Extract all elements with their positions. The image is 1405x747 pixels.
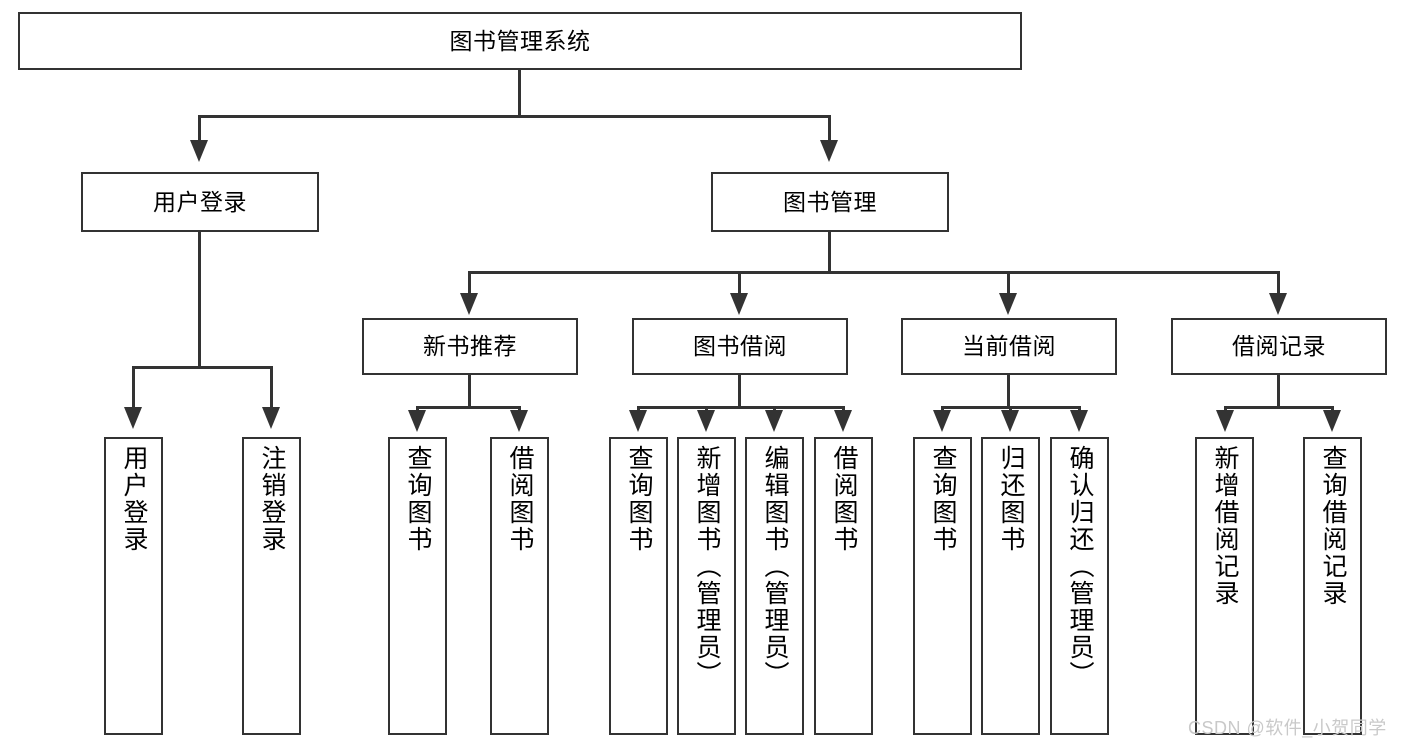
leaf-book-borrow-query[interactable]: 查询图书 xyxy=(609,437,668,735)
leaf-label: 注销登录 xyxy=(258,445,286,553)
connector-borrow-record-stem xyxy=(1277,375,1280,409)
arrowhead-book-borrow xyxy=(730,293,748,315)
connector-drop-book-management xyxy=(828,115,831,143)
leaf-label: 借阅图书 xyxy=(506,445,534,553)
leaf-borrow-record-add[interactable]: 新增借阅记录 xyxy=(1195,437,1254,735)
connector-drop-leaf-user-login-1 xyxy=(132,366,135,410)
connector-book-management-stem xyxy=(828,232,831,274)
connector-user-login-bus xyxy=(132,366,272,369)
arrowhead-leaf-cb-2 xyxy=(1001,410,1019,432)
node-borrow-record[interactable]: 借阅记录 xyxy=(1171,318,1387,375)
leaf-label: 编辑图书（管理员） xyxy=(761,445,789,688)
leaf-user-login-logout[interactable]: 注销登录 xyxy=(242,437,301,735)
arrowhead-book-management xyxy=(820,140,838,162)
leaf-book-borrow-edit[interactable]: 编辑图书（管理员） xyxy=(745,437,804,735)
node-label: 当前借阅 xyxy=(962,333,1056,359)
connector-drop-book-borrow xyxy=(738,271,741,296)
leaf-book-borrow-add[interactable]: 新增图书（管理员） xyxy=(677,437,736,735)
arrowhead-leaf-bb-2 xyxy=(697,410,715,432)
connector-new-book-recommend-stem xyxy=(468,375,471,409)
arrowhead-leaf-nbr-1 xyxy=(408,410,426,432)
node-label: 图书管理 xyxy=(783,188,877,215)
leaf-book-borrow-borrow[interactable]: 借阅图书 xyxy=(814,437,873,735)
connector-root-stem xyxy=(518,70,521,117)
connector-user-login-stem xyxy=(198,232,201,369)
arrowhead-user-login xyxy=(190,140,208,162)
arrowhead-new-book-recommend xyxy=(460,293,478,315)
arrowhead-leaf-bb-4 xyxy=(834,410,852,432)
leaf-label: 查询图书 xyxy=(625,445,653,553)
leaf-label: 查询图书 xyxy=(929,445,957,553)
leaf-label: 新增图书（管理员） xyxy=(693,445,721,688)
connector-drop-leaf-br-1 xyxy=(1224,406,1227,413)
leaf-current-borrow-confirm-return[interactable]: 确认归还（管理员） xyxy=(1050,437,1109,735)
connector-level2-bus xyxy=(468,271,1280,274)
leaf-label: 新增借阅记录 xyxy=(1211,445,1239,607)
arrowhead-leaf-user-login-2 xyxy=(262,407,280,429)
connector-drop-borrow-record xyxy=(1277,271,1280,296)
connector-drop-leaf-bb-1 xyxy=(637,406,640,413)
arrowhead-leaf-bb-3 xyxy=(765,410,783,432)
arrowhead-leaf-bb-1 xyxy=(629,410,647,432)
connector-book-borrow-stem xyxy=(738,375,741,409)
leaf-current-borrow-return[interactable]: 归还图书 xyxy=(981,437,1040,735)
node-current-borrow[interactable]: 当前借阅 xyxy=(901,318,1117,375)
node-book-borrow[interactable]: 图书借阅 xyxy=(632,318,848,375)
connector-drop-current-borrow xyxy=(1007,271,1010,296)
arrowhead-leaf-br-1 xyxy=(1216,410,1234,432)
node-label: 新书推荐 xyxy=(423,333,517,359)
node-user-login[interactable]: 用户登录 xyxy=(81,172,319,232)
connector-new-book-recommend-bus xyxy=(416,406,521,409)
connector-book-borrow-bus xyxy=(637,406,845,409)
arrowhead-leaf-cb-1 xyxy=(933,410,951,432)
arrowhead-leaf-br-2 xyxy=(1323,410,1341,432)
connector-drop-new-book-recommend xyxy=(468,271,471,296)
connector-level1-bus xyxy=(198,115,830,118)
connector-drop-leaf-bb-2 xyxy=(705,406,708,413)
node-new-book-recommend[interactable]: 新书推荐 xyxy=(362,318,578,375)
leaf-borrow-record-query[interactable]: 查询借阅记录 xyxy=(1303,437,1362,735)
leaf-user-login-login[interactable]: 用户登录 xyxy=(104,437,163,735)
node-label: 用户登录 xyxy=(153,188,247,215)
arrowhead-current-borrow xyxy=(999,293,1017,315)
arrowhead-borrow-record xyxy=(1269,293,1287,315)
connector-drop-leaf-br-2 xyxy=(1331,406,1334,413)
connector-borrow-record-bus xyxy=(1224,406,1334,409)
connector-drop-leaf-cb-2 xyxy=(1009,406,1012,413)
connector-drop-leaf-cb-3 xyxy=(1078,406,1081,413)
connector-drop-leaf-bb-4 xyxy=(842,406,845,413)
arrowhead-leaf-cb-3 xyxy=(1070,410,1088,432)
node-root-book-management-system[interactable]: 图书管理系统 xyxy=(18,12,1022,70)
leaf-label: 借阅图书 xyxy=(830,445,858,553)
leaf-new-book-recommend-query[interactable]: 查询图书 xyxy=(388,437,447,735)
node-label: 图书管理系统 xyxy=(449,27,591,54)
leaf-new-book-recommend-borrow[interactable]: 借阅图书 xyxy=(490,437,549,735)
connector-drop-leaf-user-login-2 xyxy=(270,366,273,410)
connector-drop-leaf-bb-3 xyxy=(773,406,776,413)
arrowhead-leaf-nbr-2 xyxy=(510,410,528,432)
connector-current-borrow-stem xyxy=(1007,375,1010,409)
leaf-label: 查询借阅记录 xyxy=(1319,445,1347,607)
leaf-label: 用户登录 xyxy=(120,445,148,553)
leaf-label: 归还图书 xyxy=(997,445,1025,553)
connector-drop-leaf-cb-1 xyxy=(941,406,944,413)
node-label: 借阅记录 xyxy=(1232,333,1326,359)
connector-drop-leaf-nbr-1 xyxy=(416,406,419,413)
node-book-management[interactable]: 图书管理 xyxy=(711,172,949,232)
leaf-current-borrow-query[interactable]: 查询图书 xyxy=(913,437,972,735)
arrowhead-leaf-user-login-1 xyxy=(124,407,142,429)
leaf-label: 查询图书 xyxy=(404,445,432,553)
connector-drop-leaf-nbr-2 xyxy=(518,406,521,413)
node-label: 图书借阅 xyxy=(693,333,787,359)
leaf-label: 确认归还（管理员） xyxy=(1066,445,1094,688)
connector-drop-user-login xyxy=(198,115,201,143)
